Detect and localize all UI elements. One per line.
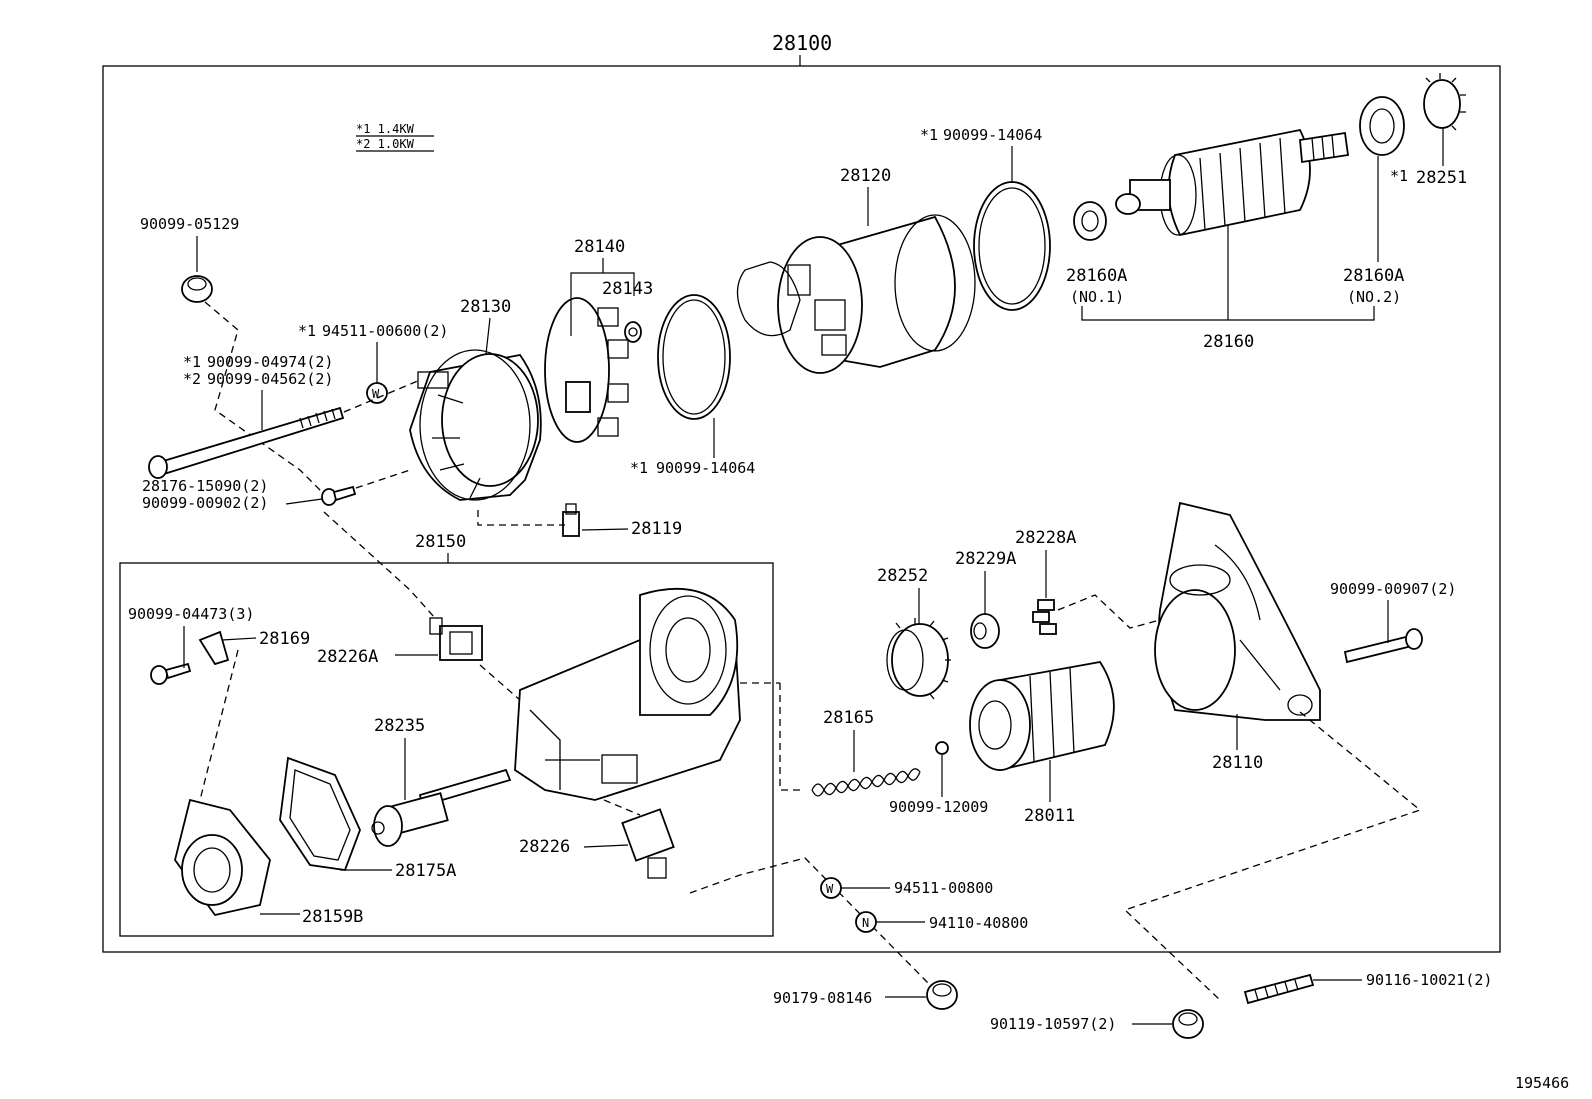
label-94110-40800: 94110-40800 (929, 914, 1028, 932)
label-28252: 28252 (877, 566, 928, 586)
nut-94110-40800: N (855, 911, 877, 933)
armature-28160 (1115, 128, 1350, 237)
washer-94511-00800: W (820, 877, 842, 899)
svg-text:*1: *1 (630, 459, 648, 477)
label-28226: 28226 (519, 837, 570, 857)
label-28165: 28165 (823, 708, 874, 728)
starter-housing-28110 (1154, 501, 1321, 721)
sub-assembly-frame-28150 (119, 562, 774, 937)
label-90099-14064-mid: 90099-14064 (656, 459, 755, 477)
label-28120: 28120 (840, 166, 891, 186)
label-90099-14064-top: 90099-14064 (943, 126, 1042, 144)
label-28160A-no1: 28160A (1066, 266, 1127, 286)
label-28160: 28160 (1203, 332, 1254, 352)
label-no2: (NO.2) (1347, 288, 1401, 306)
label-no1: (NO.1) (1070, 288, 1124, 306)
spring-28143 (624, 321, 642, 343)
bolt-90099-00907 (1343, 628, 1423, 664)
svg-text:*1: *1 (183, 353, 201, 371)
power-rating-legend: *1 1.4KW *2 1.0KW (356, 122, 434, 152)
label-28160A-no2: 28160A (1343, 266, 1404, 286)
label-90116-10021: 90116-10021(2) (1366, 971, 1492, 989)
figure-id: 195466 (1515, 1074, 1569, 1092)
label-28229A: 28229A (955, 549, 1016, 569)
svg-text:*2: *2 (183, 370, 201, 388)
gear-28251 (1423, 73, 1466, 131)
bearing-28160A-no1 (1073, 201, 1107, 241)
terminal-28226 (621, 808, 675, 879)
label-28143: 28143 (602, 279, 653, 299)
label-28169: 28169 (259, 629, 310, 649)
label-90099-04562: 90099-04562(2) (207, 370, 333, 388)
label-28228A: 28228A (1015, 528, 1076, 548)
retainer-28229A (970, 613, 1000, 649)
svg-text:W: W (826, 882, 834, 896)
label-28130: 28130 (460, 297, 511, 317)
label-94511-00800: 94511-00800 (894, 879, 993, 897)
nut-90119-10597 (1172, 1009, 1204, 1039)
label-90099-00907: 90099-00907(2) (1330, 580, 1456, 598)
label-90099-05129: 90099-05129 (140, 215, 239, 233)
end-frame-28130 (409, 349, 542, 501)
label-28226A: 28226A (317, 647, 378, 667)
roller-28228A (1032, 599, 1057, 635)
o-ring-90099-14064-mid (657, 294, 731, 420)
label-28150: 28150 (415, 532, 466, 552)
label-90179-08146: 90179-08146 (773, 989, 872, 1007)
label-28119: 28119 (631, 519, 682, 539)
cap-90099-05129 (181, 275, 213, 303)
ball-90099-12009 (935, 741, 949, 755)
washer-94511-00600: W (366, 382, 388, 404)
svg-text:*1: *1 (1390, 167, 1408, 185)
plunger-28235 (371, 768, 512, 847)
label-90099-04473: 90099-04473(3) (128, 605, 254, 623)
svg-text:*2 1.0KW: *2 1.0KW (356, 137, 415, 151)
magnetic-switch-housing (514, 588, 741, 801)
label-94511-00600: 94511-00600(2) (322, 322, 448, 340)
terminal-28226A (429, 617, 483, 661)
cover-28159B (174, 798, 271, 917)
label-90099-12009: 90099-12009 (889, 798, 988, 816)
brush-holder-28140 (544, 297, 629, 443)
label-28159B: 28159B (302, 907, 363, 927)
assembly-number: 28100 (772, 31, 832, 55)
label-90119-10597: 90119-10597(2) (990, 1015, 1116, 1033)
bearing-28160A-no2 (1359, 96, 1405, 156)
label-28235: 28235 (374, 716, 425, 736)
screw-90099-00902 (321, 485, 357, 506)
spring-28165 (811, 768, 921, 797)
label-28110: 28110 (1212, 753, 1263, 773)
clip-28169 (198, 630, 230, 666)
clutch-28011 (969, 661, 1115, 772)
label-90099-00902: 90099-00902(2) (142, 494, 268, 512)
nut-90179-08146 (926, 980, 958, 1010)
through-bolt (148, 406, 345, 479)
label-90099-04974: 90099-04974(2) (207, 353, 333, 371)
svg-text:*1: *1 (298, 322, 316, 340)
o-ring-90099-14064-top (973, 181, 1051, 311)
label-28175A: 28175A (395, 861, 456, 881)
label-28140: 28140 (574, 237, 625, 257)
label-28011: 28011 (1024, 806, 1075, 826)
svg-text:W: W (372, 387, 380, 401)
gasket-28175A (279, 756, 361, 871)
svg-text:N: N (862, 916, 869, 930)
svg-text:*1: *1 (920, 126, 938, 144)
stud-90116-10021 (1243, 973, 1315, 1005)
terminal-28119 (562, 503, 580, 537)
yoke-28120 (736, 214, 976, 374)
svg-text:*1 1.4KW: *1 1.4KW (356, 122, 415, 136)
assembly-frame (102, 65, 1501, 953)
label-28176-15090: 28176-15090(2) (142, 477, 268, 495)
gear-28252 (886, 618, 951, 700)
label-28251: 28251 (1416, 168, 1467, 188)
